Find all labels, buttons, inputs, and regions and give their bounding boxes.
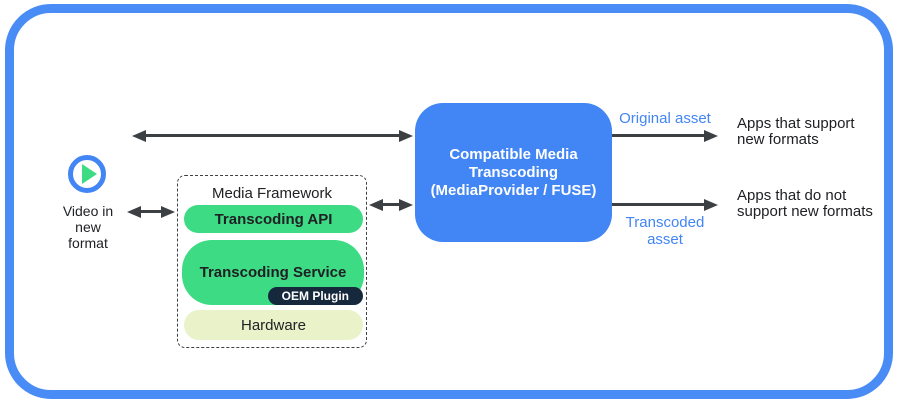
compatible-media-transcoding-box: Compatible Media Transcoding (MediaProvi… (415, 103, 612, 242)
transcoding-box-line: Compatible Media (449, 145, 578, 163)
original-asset-label: Original asset (619, 110, 711, 127)
transcoding-service-label: Transcoding Service (199, 264, 347, 281)
media-framework-box: Media Framework Transcoding API Transcod… (177, 175, 367, 348)
transcoding-box-line: (MediaProvider / FUSE) (430, 181, 597, 199)
hardware-pill: Hardware (184, 310, 363, 340)
transcoding-box-line: Transcoding (468, 163, 559, 181)
transcoding-service-pill: Transcoding Service OEM Plugin (182, 240, 364, 305)
source-video-label-line: format (68, 235, 108, 251)
source-video-label: Video in new format (46, 203, 130, 251)
apps-support-label: Apps that support new formats (737, 116, 855, 147)
arrow-transcoded-asset (612, 203, 705, 206)
apps-support-label-line: new formats (737, 130, 819, 148)
arrow-source-to-transcoding-box (145, 134, 400, 137)
transcoding-api-pill: Transcoding API (184, 205, 363, 233)
source-video-label-line: new (75, 219, 101, 235)
apps-no-support-label-line: support new formats (737, 202, 873, 220)
source-video-label-line: Video in (62, 203, 114, 219)
arrow-original-asset (612, 134, 705, 137)
media-framework-title: Media Framework (211, 185, 333, 202)
apps-support-label-line: Apps that support (737, 115, 855, 132)
arrow-media-framework-to-transcoding-box (382, 203, 400, 206)
oem-plugin-pill: OEM Plugin (267, 287, 363, 305)
play-triangle-icon (82, 164, 97, 184)
apps-no-support-label: Apps that do not support new formats (737, 188, 873, 219)
transcoded-asset-label: Transcoded asset (625, 214, 705, 248)
apps-no-support-label-line: Apps that do not (737, 187, 847, 204)
arrow-source-to-media-framework (140, 210, 162, 213)
play-icon (68, 155, 106, 193)
diagram-border (5, 4, 893, 399)
